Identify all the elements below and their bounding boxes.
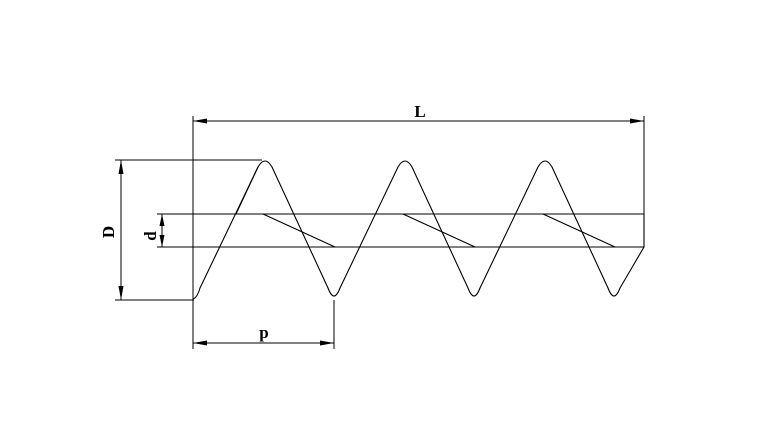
- helix-front-turn-1: [192, 160, 645, 300]
- arrow-length-left: [193, 118, 207, 124]
- arrow-outer-diameter-bottom: [118, 286, 124, 300]
- arrow-pitch-left: [193, 340, 207, 346]
- dimension-outer-diameter: D: [99, 159, 262, 301]
- dimension-shaft-diameter: d: [141, 213, 193, 248]
- helix-back-turn-3: [542, 213, 616, 248]
- arrow-shaft-diameter-bottom: [159, 235, 165, 247]
- helix-back-edges: [262, 213, 616, 248]
- shaft: [192, 213, 645, 248]
- helix-back-turn-2: [402, 213, 476, 248]
- arrow-pitch-right: [320, 340, 334, 346]
- helix-back-turn-1: [262, 213, 336, 248]
- arrow-outer-diameter-top: [118, 160, 124, 174]
- label-length: L: [414, 102, 425, 121]
- helix-front-edges: [192, 160, 645, 300]
- arrow-length-right: [630, 118, 644, 124]
- dimension-length: L: [192, 102, 645, 349]
- label-shaft-diameter: d: [141, 231, 160, 241]
- arrow-shaft-diameter-top: [159, 214, 165, 226]
- label-pitch: p: [259, 323, 268, 342]
- helix-start-segment: [235, 166, 259, 215]
- label-outer-diameter: D: [99, 226, 118, 238]
- dimension-pitch: p: [193, 300, 335, 349]
